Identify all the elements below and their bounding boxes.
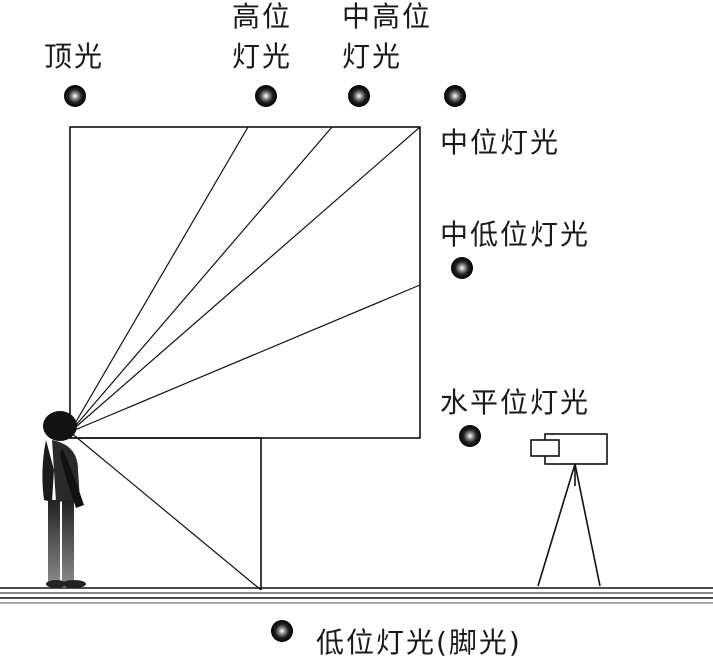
lamp-dot-icon (459, 425, 481, 447)
lamp-dot-icon (451, 257, 473, 279)
label-mid-low-light: 中低位灯光 (440, 218, 590, 251)
camera-icon (530, 433, 608, 587)
lamp-dot-icon (271, 620, 293, 642)
label-low-light: 低位灯光(脚光) (316, 626, 522, 659)
person-figure-icon (42, 411, 86, 588)
label-high-light-line2: 灯光 (232, 40, 292, 73)
floor (0, 587, 713, 604)
label-high-light-line1: 高位 (232, 0, 292, 33)
label-mid-high-light-line2: 灯光 (342, 40, 402, 73)
lamp-dot-icon (64, 85, 86, 107)
light-beams (69, 126, 421, 591)
label-mid-high-light-line1: 中高位 (342, 0, 432, 33)
label-top-light: 顶光 (44, 40, 104, 73)
lamp-dot-icon (444, 85, 466, 107)
lamp-dot-icon (348, 85, 370, 107)
label-horizontal-light: 水平位灯光 (440, 386, 590, 419)
label-mid-light: 中位灯光 (440, 126, 560, 159)
light-frame-small (70, 437, 262, 590)
light-frame-large (69, 126, 421, 439)
lamp-dot-icon (255, 85, 277, 107)
